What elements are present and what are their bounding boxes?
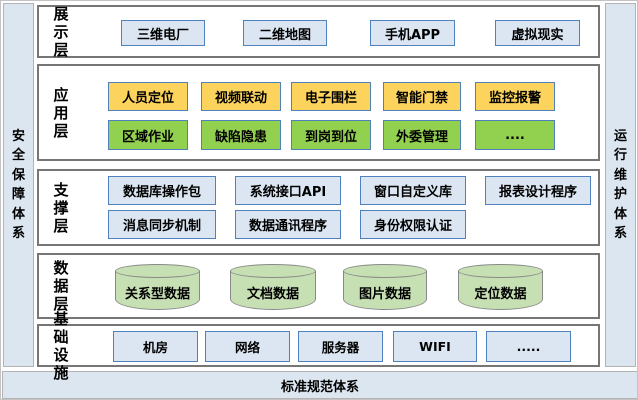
left-side-panel: 安全保障体系 <box>3 3 34 367</box>
support-box: 数据通讯程序 <box>235 210 341 239</box>
left-panel-label: 安全保障体系 <box>11 128 25 242</box>
display-box: 二维地图 <box>243 20 327 46</box>
support-box: 报表设计程序 <box>485 176 591 205</box>
infrastructure-box: 机房 <box>113 331 198 362</box>
support-layer-label: 支撑层 <box>53 180 69 235</box>
display-layer: 展示层 三维电厂 二维地图 手机APP 虚拟现实 <box>37 4 600 59</box>
application-box-yellow: 电子围栏 <box>291 82 371 111</box>
cylinder-top-icon <box>230 264 316 278</box>
application-box-green: 到岗到位 <box>291 120 371 150</box>
display-layer-label: 展示层 <box>53 4 69 59</box>
infrastructure-box: 服务器 <box>298 331 383 362</box>
infrastructure-box: WIFI <box>393 331 477 362</box>
application-layer-label: 应用层 <box>53 85 69 140</box>
display-box: 虚拟现实 <box>495 20 580 46</box>
application-box-yellow: 人员定位 <box>108 82 188 111</box>
database-cylinder: 定位数据 <box>458 264 543 310</box>
display-box: 手机APP <box>370 20 455 46</box>
application-box-green: 缺陷隐患 <box>201 120 281 150</box>
support-box: 窗口自定义库 <box>360 176 466 205</box>
cylinder-top-icon <box>343 264 427 278</box>
application-box-green: 外委管理 <box>383 120 461 150</box>
infrastructure-box: 网络 <box>205 331 290 362</box>
database-cylinder: 文档数据 <box>230 264 316 310</box>
infrastructure-layer-label: 基础设施 <box>53 309 69 382</box>
application-box-yellow: 智能门禁 <box>383 82 461 111</box>
support-box: 系统接口API <box>235 176 341 205</box>
support-box: 消息同步机制 <box>108 210 216 239</box>
data-layer-label: 数据层 <box>53 259 69 313</box>
cylinder-top-icon <box>458 264 543 278</box>
right-panel-label: 运行维护体系 <box>613 128 627 242</box>
application-box-green: 区域作业 <box>108 120 188 150</box>
right-side-panel: 运行维护体系 <box>605 3 636 367</box>
infrastructure-layer: 基础设施 机房 网络 服务器 WIFI ..... <box>37 309 600 382</box>
support-box: 身份权限认证 <box>360 210 466 239</box>
database-cylinder: 关系型数据 <box>115 264 200 310</box>
data-layer: 数据层 关系型数据 文档数据 图片数据 定位数据 <box>37 253 600 319</box>
bottom-panel: 标准规范体系 <box>2 371 637 399</box>
support-box: 数据库操作包 <box>108 176 216 205</box>
cylinder-top-icon <box>115 264 200 278</box>
support-layer: 支撑层 数据库操作包 系统接口API 窗口自定义库 报表设计程序 消息同步机制 … <box>37 169 600 246</box>
bottom-panel-label: 标准规范体系 <box>280 379 359 395</box>
display-box: 三维电厂 <box>121 20 205 46</box>
database-cylinder: 图片数据 <box>343 264 427 310</box>
application-box-green: .... <box>475 120 555 150</box>
application-box-yellow: 视频联动 <box>201 82 281 111</box>
application-layer: 应用层 人员定位 视频联动 电子围栏 智能门禁 监控报警 区域作业 缺陷隐患 到… <box>37 64 600 161</box>
infrastructure-box: ..... <box>486 331 571 362</box>
application-box-yellow: 监控报警 <box>475 82 555 111</box>
